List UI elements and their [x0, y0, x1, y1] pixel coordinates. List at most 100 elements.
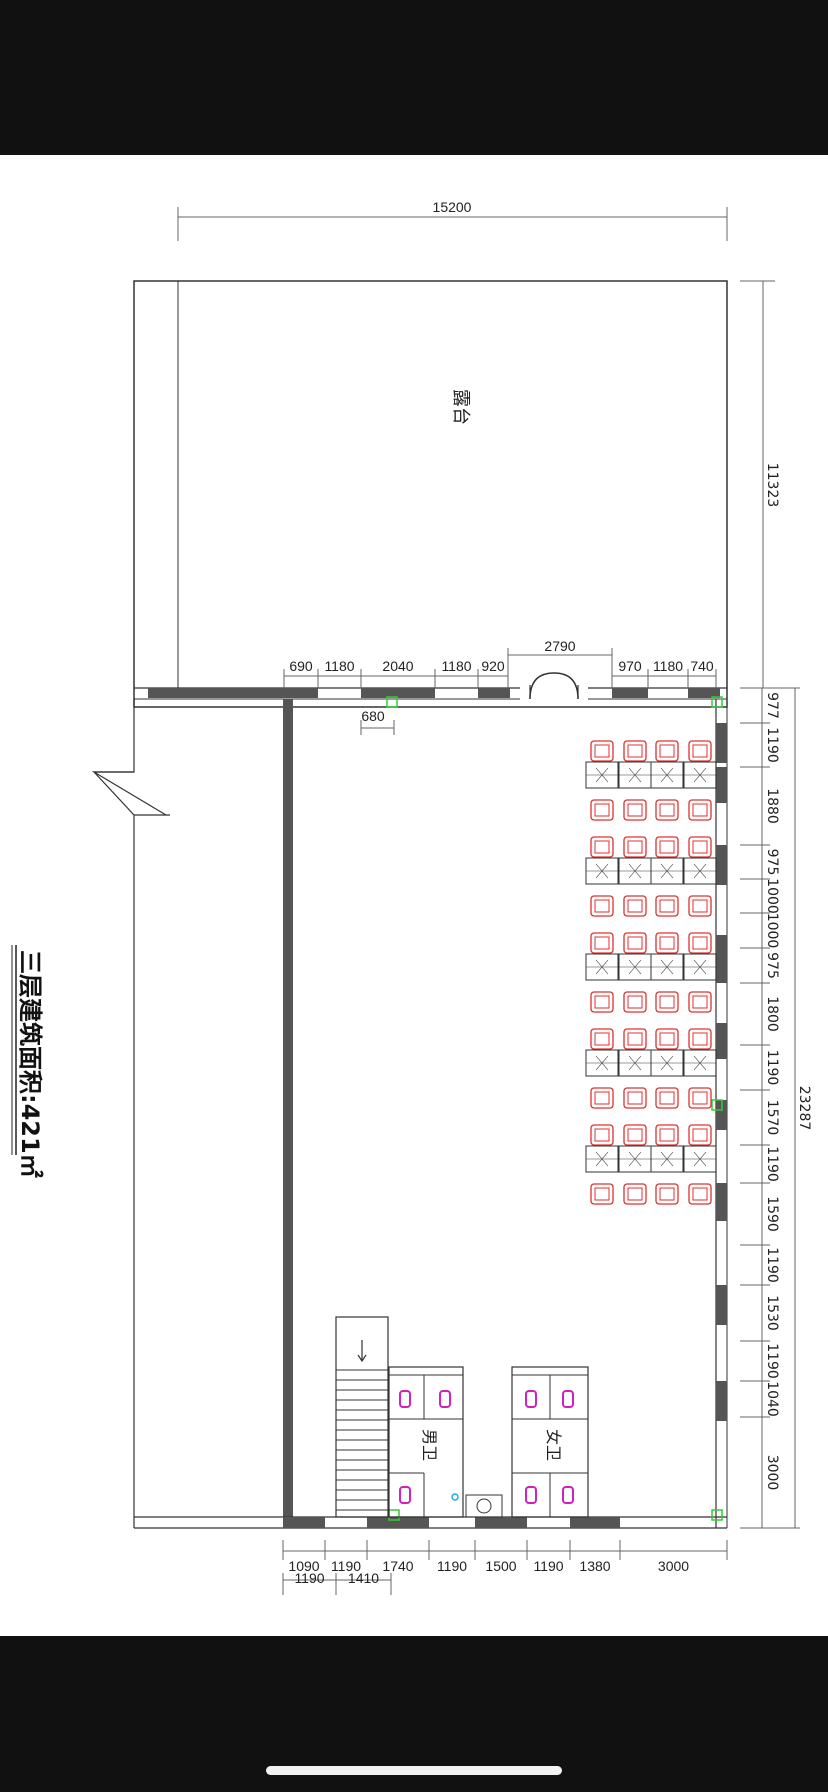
right-dim-label: 1880 — [764, 788, 780, 824]
chair-icon — [623, 1183, 647, 1205]
desk-icon — [585, 761, 619, 789]
top-dim-label: 2040 — [382, 658, 413, 674]
right-dim-label: 1000 — [764, 878, 780, 914]
top-dim-label: 690 — [289, 658, 313, 674]
door-width-label: 2790 — [544, 638, 575, 654]
top-dim-label: 1180 — [441, 658, 471, 674]
chair-icon — [688, 1028, 712, 1050]
home-indicator — [266, 1766, 562, 1775]
toilet-fixture-icon — [399, 1486, 411, 1504]
terrace-label: 露台 — [450, 389, 471, 425]
chair-icon — [590, 1028, 614, 1050]
chair-icon — [623, 932, 647, 954]
chair-icon — [623, 1087, 647, 1109]
desk-icon — [618, 1145, 652, 1173]
chair-icon — [655, 1028, 679, 1050]
column-offset-dimension: 680 — [360, 708, 395, 735]
chair-icon — [688, 740, 712, 762]
terrace-width-label: 15200 — [433, 199, 472, 215]
desk-icon — [618, 857, 652, 885]
chair-icon — [688, 836, 712, 858]
terrace-width-dimension: 15200 — [177, 199, 728, 241]
bottom-black-bar — [0, 1636, 828, 1792]
terrace-area: 露台 — [133, 280, 728, 708]
top-dim-label: 1180 — [324, 658, 354, 674]
bottom-dim-label: 1190 — [533, 1558, 563, 1574]
right-dim-label: 1590 — [764, 1196, 780, 1232]
right-dim-label: 1190 — [764, 1050, 780, 1086]
chair-icon — [655, 1087, 679, 1109]
bottom-dim-label: 1190 — [331, 1558, 361, 1574]
bottom-sub-dim-label: 1190 — [294, 1570, 324, 1586]
floor-plan: 露台 15200 11323 — [0, 155, 828, 1636]
chair-icon — [623, 1124, 647, 1146]
chair-icon — [655, 1183, 679, 1205]
top-dim-label: 1180 — [653, 658, 683, 674]
top-black-bar — [0, 0, 828, 155]
desk-icon — [650, 953, 684, 981]
chair-icon — [688, 932, 712, 954]
desk-clusters — [585, 740, 717, 1205]
chair-icon — [590, 932, 614, 954]
toilet-fixture-icon — [562, 1390, 574, 1408]
right-dim-label: 975 — [764, 952, 780, 979]
break-line-icon — [91, 755, 170, 995]
chair-icon — [688, 895, 712, 917]
desk-icon — [650, 761, 684, 789]
desk-icon — [618, 953, 652, 981]
chair-icon — [655, 740, 679, 762]
bottom-dim-label: 1500 — [485, 1558, 516, 1574]
bottom-dim-label: 1740 — [382, 1558, 413, 1574]
chair-icon — [623, 1028, 647, 1050]
overall-length-label: 23287 — [796, 1086, 812, 1131]
plan-title-text: 三层建筑面积:421㎡ — [16, 950, 44, 1178]
toilet-fixture-icon — [399, 1390, 411, 1408]
chair-icon — [655, 932, 679, 954]
top-dim-label: 740 — [690, 658, 714, 674]
right-dim-label: 1190 — [764, 1247, 780, 1283]
right-dim-label: 3000 — [764, 1455, 780, 1491]
desk-icon — [683, 857, 717, 885]
desk-icon — [683, 953, 717, 981]
desk-icon — [585, 1049, 619, 1077]
desk-icon — [683, 1049, 717, 1077]
chair-icon — [655, 895, 679, 917]
desk-icon — [650, 857, 684, 885]
chair-icon — [590, 836, 614, 858]
womens-wc-label: 女卫 — [544, 1429, 563, 1461]
desk-icon — [650, 1145, 684, 1173]
toilet-fixture-icon — [439, 1390, 451, 1408]
top-dim-label: 920 — [481, 658, 505, 674]
chair-icon — [688, 1183, 712, 1205]
desk-icon — [683, 1145, 717, 1173]
bottom-sub-dim-label: 1410 — [348, 1570, 379, 1586]
terrace-depth-dimension: 11323 — [740, 280, 780, 689]
chair-icon — [623, 895, 647, 917]
chair-icon — [623, 740, 647, 762]
chair-icon — [590, 799, 614, 821]
bottom-dim-label: 3000 — [658, 1558, 689, 1574]
chair-icon — [655, 836, 679, 858]
chair-icon — [590, 1183, 614, 1205]
sink-icon — [451, 1493, 503, 1518]
desk-icon — [683, 761, 717, 789]
floor-plan-drawing: 露台 15200 11323 — [11, 199, 812, 1595]
chair-icon — [688, 1087, 712, 1109]
chair-icon — [688, 991, 712, 1013]
chair-icon — [688, 799, 712, 821]
right-dim-label: 975 — [764, 849, 780, 876]
chair-icon — [590, 991, 614, 1013]
desk-icon — [618, 761, 652, 789]
right-dim-label: 977 — [764, 692, 780, 719]
plan-title: 三层建筑面积:421㎡ — [11, 945, 44, 1178]
chair-icon — [590, 740, 614, 762]
chair-icon — [623, 991, 647, 1013]
mens-wc-label: 男卫 — [420, 1429, 439, 1461]
toilet-fixture-icon — [562, 1486, 574, 1504]
terrace-depth-label: 11323 — [764, 463, 780, 508]
bottom-dim-label: 1190 — [437, 1558, 467, 1574]
chair-icon — [590, 895, 614, 917]
womens-restroom: 女卫 — [511, 1366, 589, 1518]
